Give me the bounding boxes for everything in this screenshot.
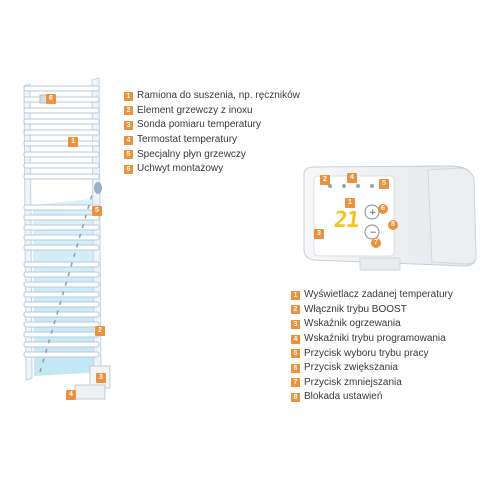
radiator-marker-6-top: 6 (46, 94, 56, 104)
legend-number: 1 (291, 290, 300, 300)
radiator-legend-item: 3 Sonda pomiaru temperatury (124, 118, 300, 133)
radiator-marker-6-bottom: 4 (66, 390, 76, 400)
legend-label: Termostat temperatury (137, 134, 238, 146)
controller-legend-item: 1 Wyświetlacz zadanej temperatury (291, 288, 453, 303)
legend-number: 3 (124, 120, 133, 130)
controller-marker-8: 8 (388, 220, 398, 230)
towel-radiator-illustration (23, 77, 111, 400)
radiator-legend-item: 6 Uchwyt montażowy (124, 162, 300, 177)
legend-number: 2 (124, 106, 133, 116)
legend-number: 4 (124, 135, 133, 145)
controller-legend-item: 4 Wskaźniki trybu programowania (291, 332, 453, 347)
controller-legend-item: 8 Blokada ustawień (291, 390, 453, 405)
legend-label: Specjalny płyn grzewczy (137, 148, 246, 160)
legend-number: 5 (291, 349, 300, 359)
set-temperature-display: 21 (332, 208, 361, 233)
legend-label: Element grzewczy z inoxu (137, 104, 253, 116)
controller-legend-item: 6 Przycisk zwiększania (291, 361, 453, 376)
legend-label: Przycisk wyboru trybu pracy (304, 347, 429, 359)
controller-legend-item: 3 Wskaźnik ogrzewania (291, 317, 453, 332)
legend-number: 5 (124, 150, 133, 160)
mode-indicator-dots (328, 184, 374, 188)
legend-number: 1 (124, 91, 133, 101)
legend-label: Ramiona do suszenia, np. ręczników (137, 90, 300, 102)
inox-heating-element (39, 194, 93, 373)
controller-legend: 1 Wyświetlacz zadanej temperatury 2 Włączn… (291, 288, 453, 405)
controller-mount-foot (359, 257, 401, 271)
controller-side-cap (427, 167, 477, 265)
legend-label: Przycisk zmniejszania (304, 376, 402, 388)
controller-marker-2: 2 (320, 175, 330, 185)
svg-text:−: − (370, 228, 378, 238)
controller-legend-item: 2 Włącznik trybu BOOST (291, 303, 453, 318)
controller-marker-3: 3 (314, 229, 324, 239)
controller-legend-item: 5 Przycisk wyboru trybu pracy (291, 346, 453, 361)
legend-label: Sonda pomiaru temperatury (137, 119, 261, 131)
radiator-marker-3: 3 (96, 373, 106, 383)
thermostat-controller-illustration: + − (303, 165, 477, 271)
controller-marker-7: 7 (371, 238, 381, 248)
radiator-marker-2: 2 (95, 326, 105, 336)
controller-marker-4: 4 (347, 173, 357, 183)
controller-legend-item: 7 Przycisk zmniejszania (291, 376, 453, 391)
legend-number: 6 (124, 164, 133, 174)
legend-number: 7 (291, 378, 300, 388)
legend-label: Wskaźniki trybu programowania (304, 333, 446, 345)
radiator-legend-item: 2 Element grzewczy z inoxu (124, 104, 300, 119)
legend-label: Przycisk zwiększania (304, 362, 398, 374)
radiator-legend: 1 Ramiona do suszenia, np. ręczników 2 Ele… (124, 89, 300, 177)
controller-marker-6: 6 (378, 204, 388, 214)
legend-number: 4 (291, 334, 300, 344)
legend-number: 3 (291, 319, 300, 329)
controller-marker-1: 1 (345, 198, 355, 208)
legend-label: Uchwyt montażowy (137, 163, 224, 175)
temperature-probe (94, 182, 102, 194)
legend-number: 2 (291, 305, 300, 315)
legend-number: 6 (291, 363, 300, 373)
legend-label: Blokada ustawień (304, 391, 383, 403)
mounting-bracket-bottom (74, 384, 106, 400)
legend-label: Wyświetlacz zadanej temperatury (304, 289, 453, 301)
controller-marker-5: 5 (379, 179, 389, 189)
radiator-legend-item: 1 Ramiona do suszenia, np. ręczników (124, 89, 300, 104)
radiator-marker-1: 1 (68, 137, 78, 147)
legend-label: Włącznik trybu BOOST (304, 303, 407, 315)
svg-text:+: + (369, 208, 377, 218)
legend-label: Wskaźnik ogrzewania (304, 318, 401, 330)
radiator-legend-item: 4 Termostat temperatury (124, 133, 300, 148)
radiator-legend-item: 5 Specjalny płyn grzewczy (124, 147, 300, 162)
legend-number: 8 (291, 392, 300, 402)
radiator-marker-5: 5 (92, 206, 102, 216)
